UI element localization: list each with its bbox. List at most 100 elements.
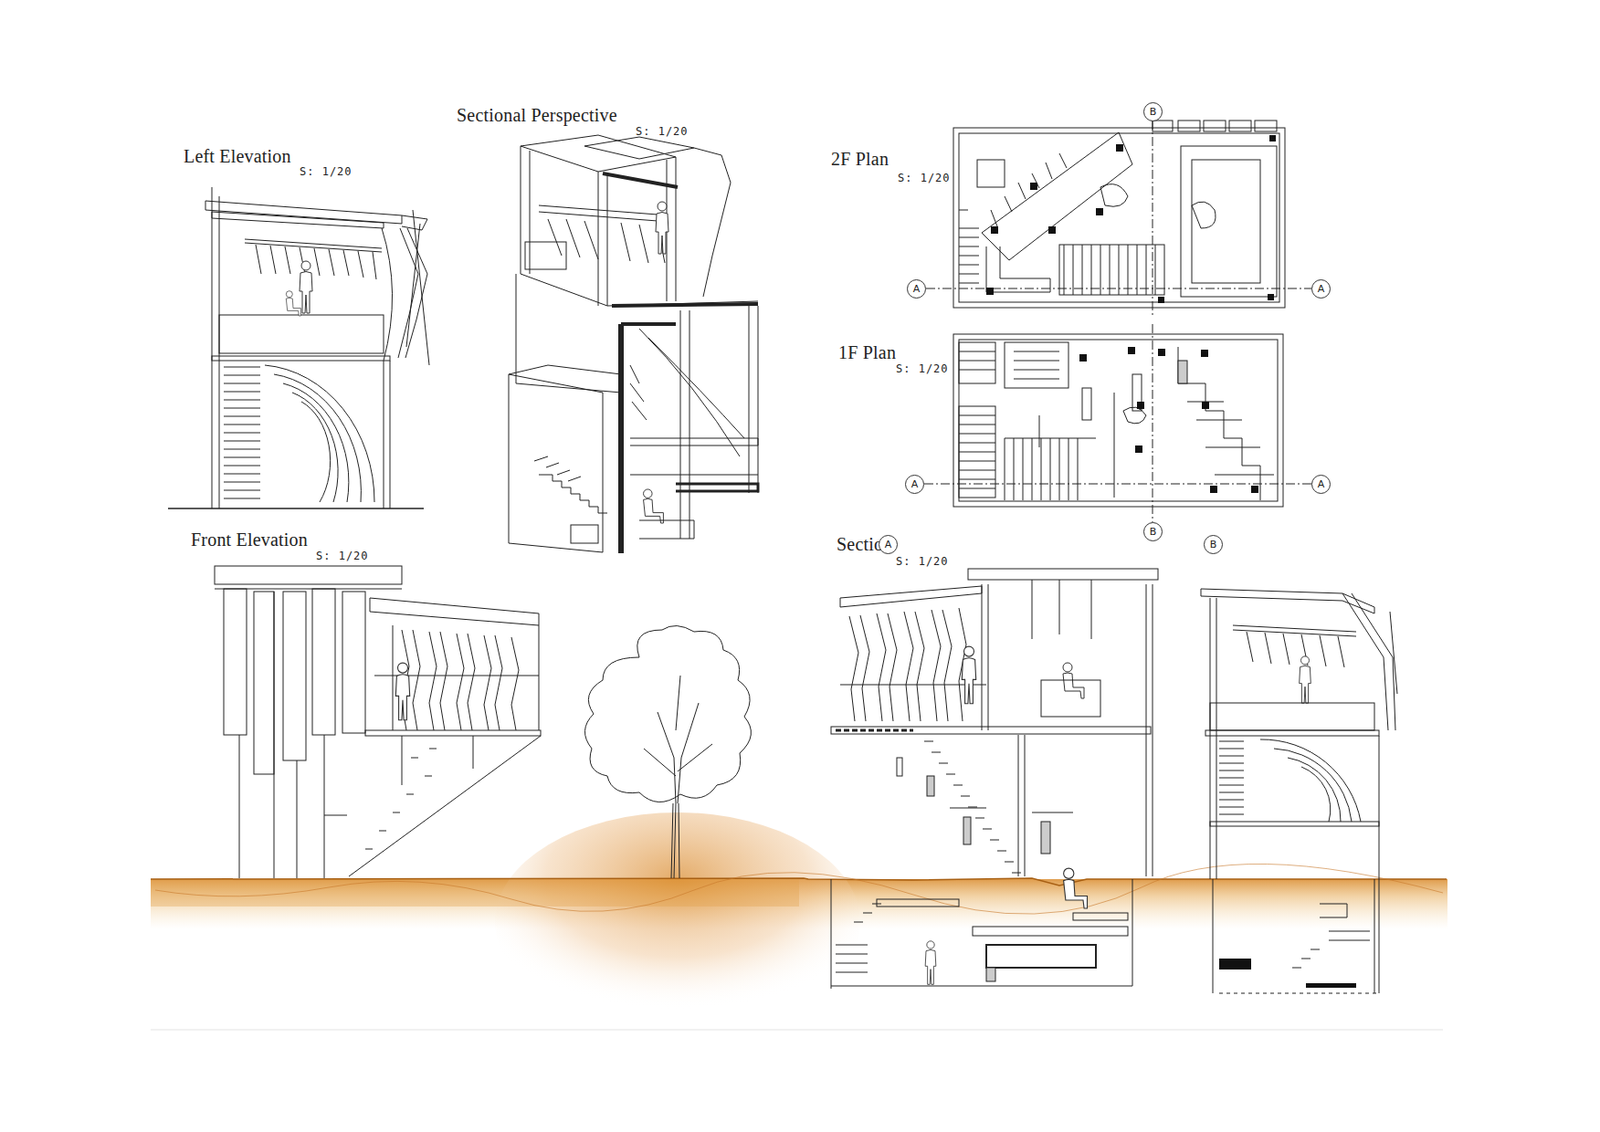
section-a-part <box>963 817 971 845</box>
section-a-part <box>961 646 976 705</box>
plan-2f-part-part <box>990 226 999 234</box>
plan-2f-part <box>1178 120 1200 132</box>
plan-1f-part <box>1178 347 1261 501</box>
plan-2f-part <box>1203 120 1226 132</box>
section-a-part <box>849 608 967 722</box>
plan-1f-part-part <box>1251 485 1259 494</box>
plan-2f-part-part <box>1030 182 1038 190</box>
section-a-part <box>831 986 1133 988</box>
section-a-part <box>968 568 1158 580</box>
plan-2f-part <box>1254 120 1277 132</box>
section-a-part <box>1031 579 1033 640</box>
left-elevation-part-part <box>223 498 261 500</box>
section-b-part <box>1389 611 1398 695</box>
section-b-part <box>1378 736 1380 994</box>
view-title: Front Elevation <box>190 529 308 551</box>
tree-part <box>584 625 751 802</box>
left-elevation-part <box>205 200 402 224</box>
sectional-perspective-part <box>570 525 599 544</box>
section-a <box>831 568 1158 990</box>
grid-marker: B <box>1143 102 1163 122</box>
plan-2f-part-part <box>986 287 994 295</box>
left-elevation-part-part <box>223 424 261 426</box>
section-b-part <box>1342 593 1396 731</box>
plan-1f-part <box>1013 351 1060 379</box>
sectional-perspective-part <box>689 310 691 539</box>
sectional-perspective-part <box>694 147 731 297</box>
left-elevation-part-part <box>223 482 261 484</box>
section-a-part <box>924 741 1022 874</box>
scale-note: S: 1/20 <box>897 171 951 185</box>
plan-1f-part-part <box>1157 348 1166 357</box>
left-elevation-part-part <box>328 249 335 276</box>
sectional-perspective-part <box>534 456 581 482</box>
section-b-part <box>1216 598 1218 880</box>
section-b-part <box>1292 949 1320 969</box>
section-b-part <box>1319 904 1348 918</box>
left-elevation-part-part <box>223 367 261 369</box>
left-elevation-part <box>211 356 390 361</box>
left-elevation-part-part <box>223 391 261 393</box>
plan-1f-part <box>958 342 996 384</box>
plan-2f-part <box>958 133 1280 303</box>
left-elevation-part-part <box>223 465 261 467</box>
left-elevation-part <box>389 360 391 509</box>
section-a-part <box>1073 913 1128 921</box>
plan-2f-part <box>981 132 1133 261</box>
section-a-part <box>896 757 903 777</box>
ground-soil <box>150 812 1448 1032</box>
sectional-perspective-part <box>757 305 759 494</box>
sectional-perspective-part <box>529 150 531 274</box>
front-elevation-part <box>395 663 410 721</box>
section-a-part <box>840 586 982 608</box>
plan-2f-part <box>977 159 1005 188</box>
grid-marker: B <box>1143 522 1163 542</box>
left-elevation-part <box>381 228 393 361</box>
view-title: Sectional Perspective <box>456 105 618 127</box>
left-elevation <box>168 187 430 509</box>
plan-2f-part-part <box>1048 226 1056 234</box>
section-a-part <box>1059 579 1061 635</box>
plan-2f-part-part <box>1095 208 1104 216</box>
section-a-part <box>831 726 1151 735</box>
section-a-part <box>853 904 882 923</box>
section-b-part <box>1219 741 1244 815</box>
section-a-part <box>1041 821 1051 854</box>
left-elevation-part <box>412 210 430 366</box>
section-b-part <box>1260 739 1361 822</box>
section-b <box>1200 589 1398 994</box>
front-elevation-part <box>324 735 326 879</box>
plan-1f-part <box>1004 438 1096 440</box>
front-elevation-part <box>283 591 306 761</box>
front-elevation-part <box>412 630 503 731</box>
front-elevation-part <box>392 625 539 731</box>
front-elevation-part <box>369 598 539 626</box>
view-title: Left Elevation <box>183 146 292 168</box>
section-b-part <box>1210 703 1375 731</box>
front-elevation-part <box>348 736 541 877</box>
plan-2f <box>926 120 1312 316</box>
sectional-perspective-part <box>655 201 669 254</box>
section-marker: A <box>878 535 898 555</box>
left-elevation-part <box>292 392 338 503</box>
left-elevation-part-part <box>223 383 261 385</box>
left-elevation-part-part <box>223 432 261 434</box>
plan-1f-part-part <box>1079 354 1087 362</box>
sectional-perspective-part <box>525 242 567 270</box>
sectional-perspective-part <box>584 136 695 159</box>
sectional-perspective-part <box>643 489 664 524</box>
plan-2f-part-part <box>1269 135 1276 142</box>
plan-2f-part <box>986 246 1051 293</box>
section-a-part <box>986 945 1096 969</box>
left-elevation-part <box>223 367 261 499</box>
tree-part <box>643 675 713 879</box>
section-a-part <box>925 941 937 986</box>
plan-2f-part <box>1180 146 1277 297</box>
front-elevation-part <box>401 630 519 731</box>
section-a-part <box>926 776 935 797</box>
plan-2f-part <box>1152 120 1154 316</box>
left-elevation-part-part <box>372 252 377 280</box>
plan-2f-part <box>953 127 1285 308</box>
sectional-perspective-part <box>675 484 758 492</box>
